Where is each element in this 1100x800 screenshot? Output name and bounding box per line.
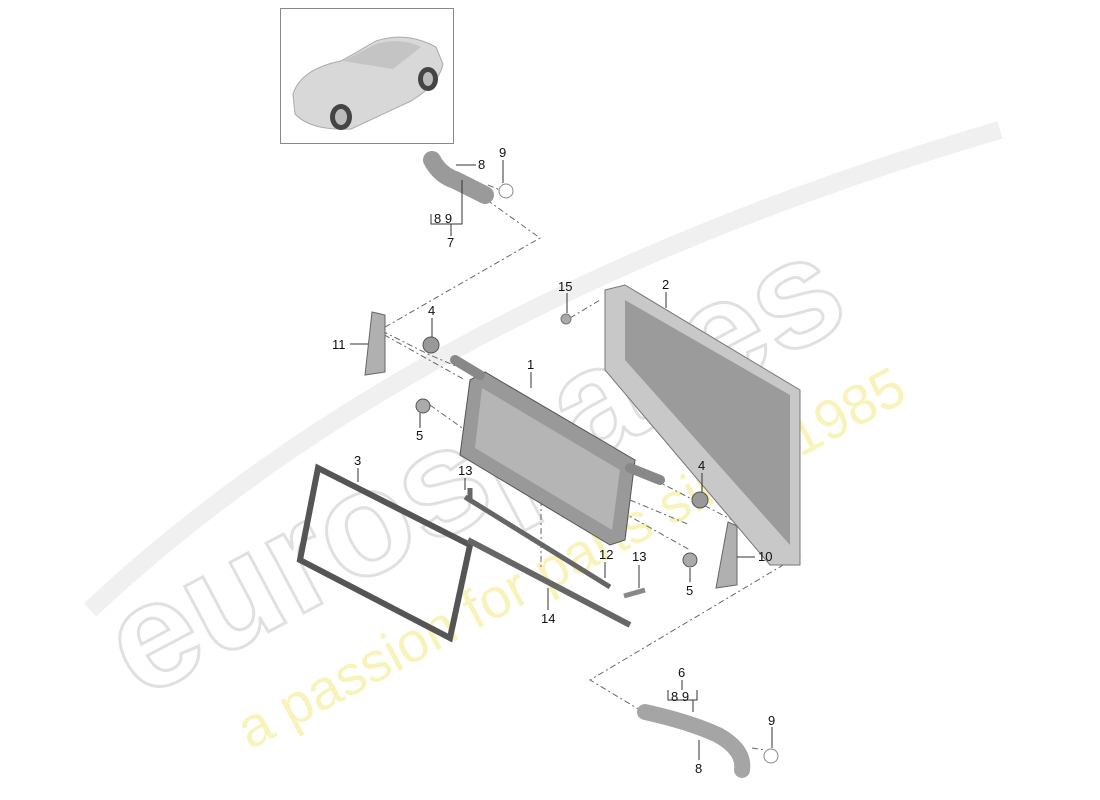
callout-9[interactable]: 9 [768,713,776,728]
callout-5[interactable]: 5 [416,428,424,443]
callout-8[interactable]: 8 [695,761,703,776]
callout-13[interactable]: 13 [458,463,473,478]
callout-2[interactable]: 2 [662,277,670,292]
bracket-10 [715,521,738,589]
callout-1[interactable]: 1 [527,357,535,372]
lower-hose [637,704,751,778]
bracket-label-6: 8 9 [671,689,690,704]
callout-7[interactable]: 7 [447,235,455,250]
callout-12[interactable]: 12 [599,547,614,562]
callout-5[interactable]: 5 [686,583,694,598]
frame-3 [296,463,474,643]
callout-3[interactable]: 3 [354,453,362,468]
bracket-label-7: 8 9 [434,211,453,226]
bracket-11 [364,311,386,376]
callout-15[interactable]: 15 [558,279,573,294]
upper-hose [423,151,494,204]
callout-14[interactable]: 14 [541,611,556,626]
vehicle-thumbnail [280,8,454,144]
callout-10[interactable]: 10 [758,549,773,564]
callout-9[interactable]: 9 [499,145,507,160]
callout-4[interactable]: 4 [698,458,706,473]
callout-4[interactable]: 4 [428,303,436,318]
callout-13[interactable]: 13 [632,549,647,564]
callout-11[interactable]: 11 [332,337,346,352]
car-icon [292,36,444,130]
callout-6[interactable]: 6 [678,665,686,680]
callout-8[interactable]: 8 [478,157,486,172]
